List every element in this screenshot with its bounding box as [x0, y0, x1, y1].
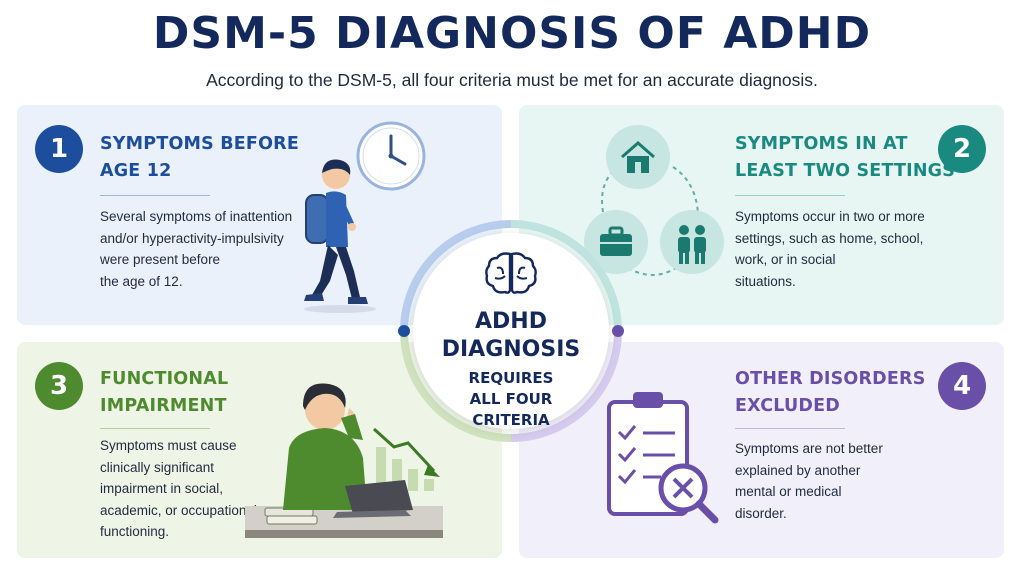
people-icon — [660, 210, 724, 274]
criterion-body-4: Symptoms are not better explained by ano… — [735, 438, 883, 524]
divider — [100, 428, 210, 429]
criterion-body-1: Several symptoms of inattention and/or h… — [100, 206, 292, 292]
body-line: settings, such as home, school, — [735, 230, 924, 246]
brain-icon — [485, 252, 537, 294]
criterion-heading-2-line-1: SYMPTOMS IN AT — [735, 134, 908, 154]
center-title-line-2: DIAGNOSIS — [441, 337, 581, 362]
criterion-body-3: Symptoms must cause clinically significa… — [100, 435, 257, 543]
page-subtitle: According to the DSM-5, all four criteri… — [206, 70, 818, 90]
criterion-heading-1-line-1: SYMPTOMS BEFORE — [100, 134, 299, 154]
divider — [100, 195, 210, 196]
body-line: mental or medical — [735, 484, 842, 499]
body-line: Symptoms must cause — [100, 438, 237, 453]
body-line: Symptoms occur in two or more — [735, 209, 925, 224]
center-subtitle-line-1: REQUIRES — [468, 369, 554, 387]
declining-chart-icon — [372, 427, 440, 491]
body-line: explained by another — [735, 462, 861, 478]
divider — [735, 428, 845, 429]
home-icon — [606, 125, 670, 189]
body-line: were present before — [100, 252, 221, 267]
settings-cycle-illustration — [601, 166, 699, 276]
criterion-heading-4-line-2: EXCLUDED — [735, 396, 841, 416]
criterion-number-3: 3 — [35, 362, 83, 410]
criterion-heading-3: FUNCTIONAL IMPAIRMENT — [100, 366, 228, 420]
body-line: and/or hyperactivity-impulsivity — [100, 230, 284, 246]
criterion-heading-1-line-2: AGE 12 — [100, 161, 172, 181]
criterion-number-1: 1 — [35, 125, 83, 173]
walking-child-illustration — [304, 159, 376, 313]
center-title-line-1: ADHD — [475, 309, 547, 334]
center-ring — [398, 220, 624, 442]
page-title: DSM-5 DIAGNOSIS OF ADHD — [152, 8, 872, 59]
body-line: impairment in social, — [100, 481, 224, 496]
criterion-heading-3-line-2: IMPAIRMENT — [100, 396, 227, 416]
body-line: situations. — [735, 273, 796, 289]
divider — [735, 195, 845, 196]
magnifier-x-icon — [658, 463, 719, 524]
criterion-heading-4-line-1: OTHER DISORDERS — [735, 369, 926, 389]
criterion-heading-3-line-1: FUNCTIONAL — [100, 369, 229, 389]
center-subtitle: REQUIRES ALL FOUR CRITERIA — [413, 368, 609, 431]
criterion-heading-4: OTHER DISORDERS EXCLUDED — [735, 366, 926, 420]
center-subtitle-line-3: CRITERIA — [472, 411, 550, 429]
stressed-person-at-laptop — [245, 383, 443, 538]
criterion-heading-2-line-2: LEAST TWO SETTINGS — [735, 161, 956, 181]
criterion-heading-2: SYMPTOMS IN AT LEAST TWO SETTINGS — [735, 131, 955, 185]
center-title: ADHD DIAGNOSIS — [413, 308, 609, 364]
criterion-number-2: 2 — [938, 125, 986, 173]
criterion-number-4: 4 — [938, 362, 986, 410]
body-line: Several symptoms of inattention — [100, 209, 293, 224]
body-line: academic, or occupational — [100, 502, 257, 518]
criterion-heading-1: SYMPTOMS BEFORE AGE 12 — [100, 131, 299, 185]
criterion-panel-4 — [519, 342, 1004, 558]
body-line: Symptoms are not better — [735, 441, 883, 456]
body-line: clinically significant — [100, 459, 215, 475]
criterion-body-2: Symptoms occur in two or more settings, … — [735, 206, 925, 292]
body-line: the age of 12. — [100, 273, 183, 289]
briefcase-icon — [584, 210, 648, 274]
center-subtitle-line-2: ALL FOUR — [469, 390, 553, 408]
clock-icon — [356, 121, 426, 191]
body-line: disorder. — [735, 505, 787, 521]
body-line: work, or in social — [735, 252, 836, 267]
body-line: functioning. — [100, 524, 170, 539]
